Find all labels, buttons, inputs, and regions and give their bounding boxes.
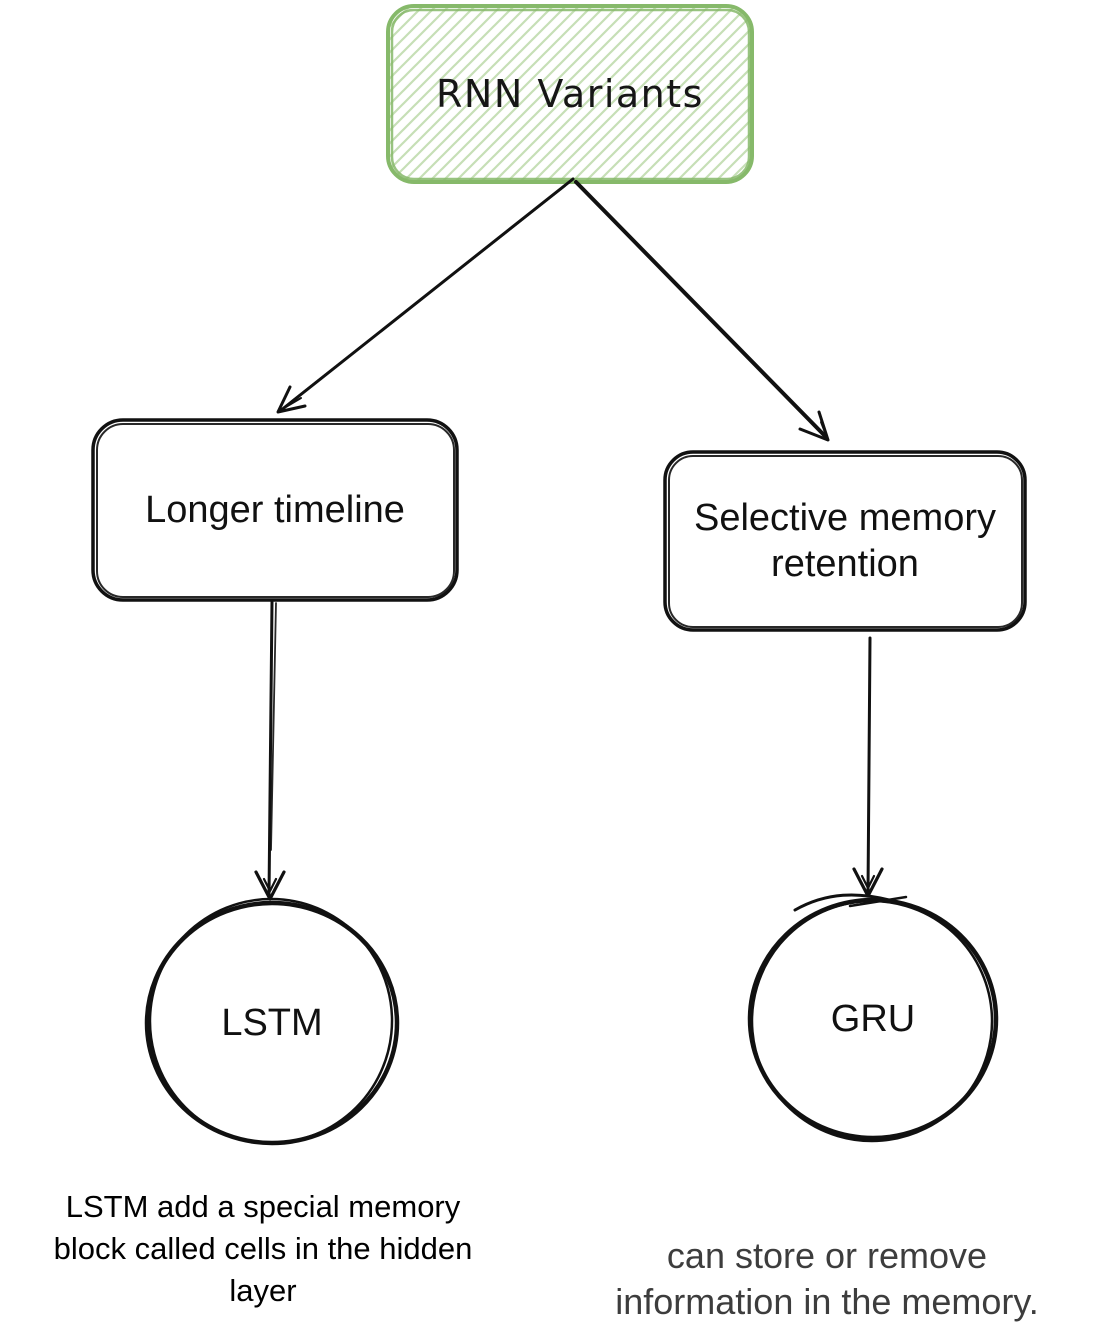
arrow-root-to-right-box — [574, 180, 830, 442]
root-node-box — [386, 4, 754, 184]
lstm-circle-label: LSTM — [147, 903, 397, 1143]
gru-caption-line-1: can store or remove — [666, 1235, 988, 1276]
left-box-label: Longer timeline — [93, 420, 457, 600]
gru-caption-line-2: information in the memory. — [615, 1281, 1039, 1322]
lstm-caption-line-3: layer — [229, 1273, 297, 1308]
lstm-caption-line-1: LSTM add a special memory — [65, 1189, 461, 1224]
gru-caption: can store or remove information in the m… — [572, 1233, 1082, 1325]
arrow-right-box-to-gru — [852, 636, 884, 898]
right-box-label: Selective memory retention — [665, 452, 1025, 630]
left-box-shape — [91, 418, 459, 602]
arrow-left-box-to-lstm — [254, 600, 286, 901]
right-box-shape — [663, 450, 1027, 632]
gru-circle-label: GRU — [750, 899, 996, 1139]
left-box-label-text: Longer timeline — [145, 488, 405, 531]
lstm-circle-label-text: LSTM — [221, 1001, 323, 1044]
lstm-circle-shape — [144, 897, 400, 1146]
right-box-label-text: Selective memory retention — [694, 497, 996, 585]
lstm-caption: LSTM add a special memory block called c… — [8, 1186, 518, 1312]
root-node-label: RNN Variants — [388, 6, 752, 182]
arrow-root-to-left-box — [276, 177, 575, 414]
root-node-label-text: RNN Variants — [436, 72, 704, 116]
gru-circle-label-text: GRU — [830, 997, 916, 1040]
lstm-caption-line-2: block called cells in the hidden — [53, 1231, 473, 1266]
gru-circle-shape — [747, 893, 999, 1143]
